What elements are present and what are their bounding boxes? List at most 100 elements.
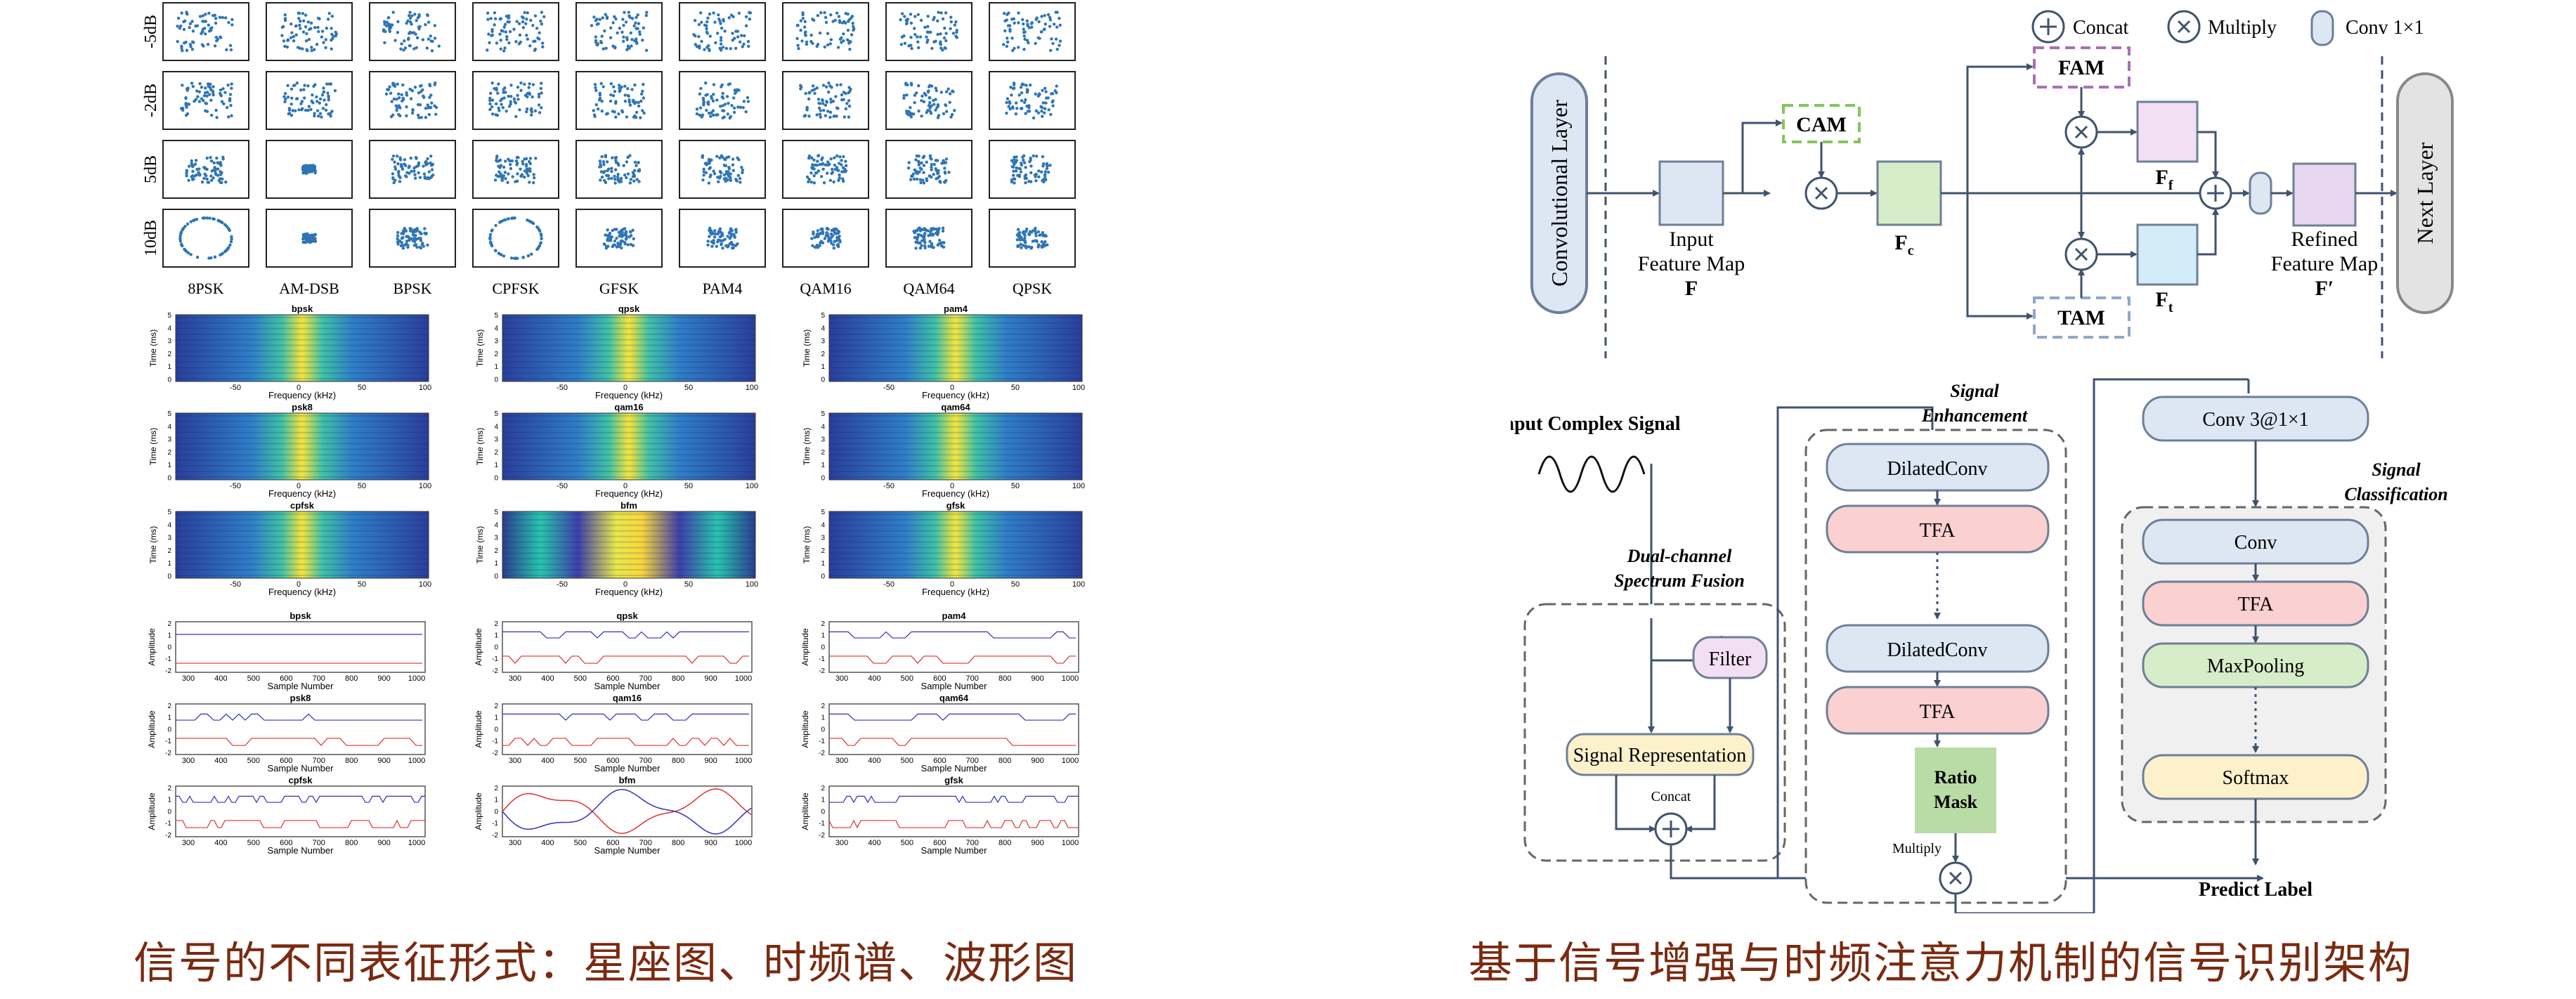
constellation-point (594, 103, 598, 107)
spectrogram-ytick: 1 (494, 363, 498, 371)
constellation-point (415, 46, 418, 49)
waveform-panel (828, 621, 1079, 673)
constellation-point (703, 48, 706, 51)
constellation-point (722, 164, 726, 167)
constellation-point (598, 159, 602, 163)
constellation-point (641, 109, 644, 112)
constellation-point (721, 246, 724, 250)
constellation-point (1024, 98, 1027, 102)
constellation-point (1034, 229, 1037, 233)
spectrogram-xtick: 0 (297, 384, 301, 392)
constellation-point (383, 41, 386, 44)
waveform-ytick: 1 (494, 632, 498, 640)
constellation-point (909, 13, 913, 16)
constellation-point (184, 113, 188, 117)
constellation-point (718, 105, 722, 108)
constellation-point (324, 46, 327, 50)
spectrogram-ytick: 1 (494, 560, 498, 568)
constellation-point (944, 157, 949, 161)
constellation-point (918, 229, 923, 233)
constellation-point (418, 245, 422, 249)
constellation-point (1038, 37, 1041, 40)
spectrogram-xtick: 100 (1072, 482, 1085, 490)
constellation-point (953, 23, 956, 27)
constellation-point (1006, 37, 1009, 40)
constellation-point (391, 11, 395, 14)
constellation-point (424, 106, 428, 110)
constellation-point (937, 169, 940, 173)
constellation-point (1034, 179, 1038, 183)
waveform-xtick: 900 (377, 757, 390, 765)
constellation-point (950, 112, 954, 117)
constellation-point (505, 34, 509, 39)
constellation-point (228, 44, 233, 48)
constellation-point (847, 115, 851, 119)
constellation-point (708, 175, 712, 178)
constellation-point (603, 242, 606, 247)
constellation-point (424, 159, 428, 164)
constellation-point (327, 11, 331, 15)
constellation-point (538, 111, 542, 115)
waveform-xtick: 700 (639, 674, 652, 683)
constellation-point (540, 234, 543, 237)
constellation-point (730, 246, 734, 250)
constellation-point (221, 87, 225, 91)
constellation-point (230, 82, 233, 86)
legend-conv: Conv 1×1 (2346, 17, 2424, 39)
spectrogram-ytick: 5 (821, 509, 825, 516)
constellation-point (506, 20, 509, 24)
constellation-point (486, 48, 489, 52)
constellation-point (1036, 244, 1041, 248)
constellation-point (302, 88, 306, 91)
constellation-point (229, 103, 233, 107)
waveform-panel (502, 703, 753, 755)
constellation-point (501, 106, 505, 110)
constellation-point (424, 232, 428, 236)
constellation-point (295, 81, 299, 85)
spectrogram-panel (502, 314, 756, 382)
constellation-point (712, 242, 715, 245)
constellation-point (932, 162, 936, 166)
waveform-xtick: 700 (966, 674, 979, 683)
constellation-point (396, 31, 400, 34)
constellation-point (616, 175, 620, 179)
constellation-point (644, 13, 648, 18)
constellation-point (502, 49, 506, 53)
constellation-point (613, 174, 616, 178)
constellation-point (835, 238, 839, 242)
constellation-point (937, 227, 941, 230)
constellation-point (720, 26, 724, 30)
constellation-point (529, 18, 533, 22)
spectrogram-xlabel: Frequency (kHz) (268, 390, 336, 400)
constellation-col-label: 8PSK (188, 280, 223, 297)
constellation-point (1055, 91, 1058, 95)
constellation-point (220, 252, 224, 256)
constellation-point (225, 248, 228, 252)
constellation-point (949, 15, 953, 19)
constellation-point (408, 32, 411, 35)
constellation-point (494, 249, 497, 253)
waveform-xtick: 600 (606, 757, 619, 765)
constellation-point (635, 110, 639, 115)
constellation-point (716, 238, 720, 242)
constellation-point (941, 229, 945, 233)
constellation-point (1027, 26, 1032, 30)
constellation-point (294, 24, 298, 28)
constellation-point (810, 237, 814, 240)
constellation-point (805, 105, 809, 110)
constellation-point (509, 100, 512, 103)
constellation-point (1040, 106, 1044, 110)
fam-block (2033, 46, 2131, 89)
constellation-point (738, 40, 742, 44)
constellation-point (628, 181, 632, 185)
constellation-point (508, 30, 512, 34)
constellation-point (1043, 27, 1046, 31)
waveform-ytick: 1 (494, 797, 498, 804)
constellation-point (1034, 175, 1037, 178)
constellation-point (283, 13, 287, 17)
constellation-point (212, 161, 216, 165)
constellation-point (1017, 235, 1021, 239)
constellation-point (216, 167, 220, 171)
constellation-point (601, 16, 604, 20)
waveform-xtick: 600 (280, 839, 292, 847)
